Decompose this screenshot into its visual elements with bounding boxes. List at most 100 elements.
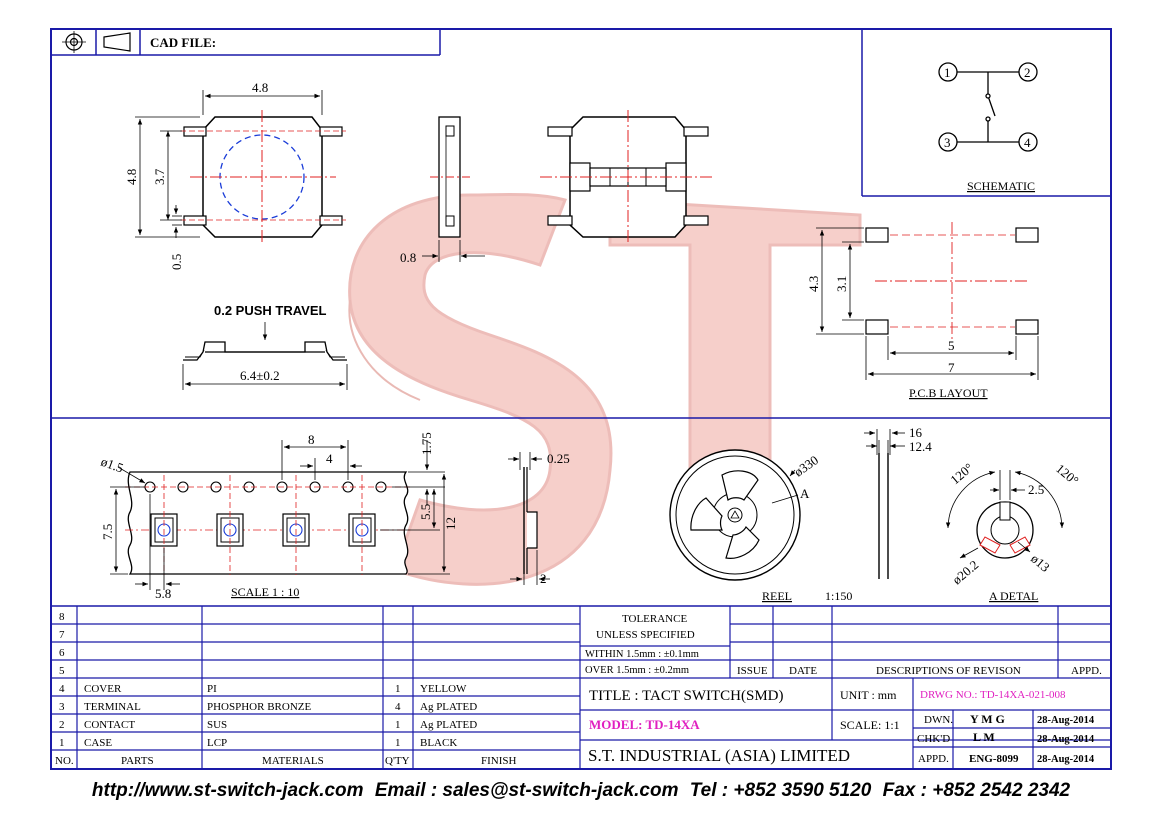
bom-row-qty: 1	[395, 719, 401, 731]
bom-row-no: 3	[59, 701, 65, 713]
dim-detail-202: ø20.2	[949, 557, 981, 587]
dim-tape-4: 4	[326, 451, 333, 466]
bom-row-no: 5	[59, 665, 65, 677]
chkd-date: 28-Aug-2014	[1037, 734, 1095, 745]
contact-footer: http://www.st-switch-jack.com Email : sa…	[0, 780, 1162, 810]
dim-detail-25: 2.5	[1028, 482, 1044, 497]
detail-a-label: A DETAL	[989, 589, 1038, 603]
bom-header-finish: FINISH	[481, 755, 517, 767]
dim-inner-37: 3.7	[152, 168, 167, 185]
border-frame	[50, 28, 1112, 770]
reel-side-view	[864, 429, 905, 579]
bom-table	[51, 606, 581, 769]
bom-row-material: LCP	[207, 737, 227, 749]
reel-scale-label: 1:150	[825, 589, 852, 603]
detail-a-view	[945, 470, 1065, 559]
bom-row-finish: BLACK	[420, 737, 457, 749]
email-link[interactable]: Email : sales@st-switch-jack.com	[374, 780, 679, 801]
dim-reel-124: 12.4	[909, 439, 932, 454]
website-link[interactable]: http://www.st-switch-jack.com	[91, 780, 364, 801]
top-view	[135, 90, 346, 245]
chkd-label: CHK'D	[917, 733, 950, 745]
pin-1-label: 1	[944, 65, 951, 80]
bom-header-qty: Q'TY	[385, 755, 410, 767]
dim-tape-12: 12	[443, 517, 458, 530]
point-a-label: A	[800, 486, 810, 501]
bom-row-no: 4	[59, 683, 65, 695]
drawing-number: DRWG NO.: TD-14XA-021-008	[920, 689, 1066, 701]
dim-tape-175: 1.75	[419, 432, 434, 455]
dwn-date: 28-Aug-2014	[1037, 715, 1095, 726]
tolerance-subtitle: UNLESS SPECIFIED	[596, 629, 695, 641]
bottom-view	[540, 110, 715, 245]
dim-pin-05: 0.5	[169, 254, 184, 270]
company-name: S.T. INDUSTRIAL (ASIA) LIMITED	[588, 746, 850, 765]
bom-row-qty: 4	[395, 701, 401, 713]
tolerance-within: WITHIN 1.5mm : ±0.1mm	[585, 649, 699, 660]
bom-row-material: PI	[207, 683, 217, 695]
tolerance-over: OVER 1.5mm : ±0.2mm	[585, 665, 689, 676]
dim-reel-16: 16	[909, 425, 923, 440]
dim-top-width: 4.8	[252, 80, 268, 95]
pin-2-label: 2	[1024, 65, 1031, 80]
dim-pcb-43: 4.3	[806, 276, 821, 292]
push-travel-label: 0.2 PUSH TRAVEL	[214, 303, 327, 318]
st-logo-watermark	[348, 192, 862, 586]
bom-header-no: NO.	[55, 755, 74, 767]
bom-row-finish: Ag PLATED	[420, 701, 477, 713]
tape-section-view	[508, 452, 550, 585]
pin-3-label: 3	[944, 135, 951, 150]
appd-label: APPD.	[918, 753, 949, 765]
dim-pcb-5: 5	[948, 338, 955, 353]
dwn-name: Y M G	[970, 712, 1005, 726]
dim-pcb-31: 3.1	[834, 276, 849, 292]
dim-tape-75: 7.5	[100, 524, 115, 540]
dim-overall-64: 6.4±0.2	[240, 368, 280, 383]
schematic-diagram	[938, 62, 1038, 152]
telephone-text: Tel : +852 3590 5120	[689, 780, 872, 801]
reel-label: REEL	[762, 589, 792, 603]
dim-tape-55: 5.5	[418, 504, 433, 520]
tolerance-title: TOLERANCE	[622, 613, 687, 625]
bom-row-part: TERMINAL	[84, 701, 141, 713]
unit-text: UNIT : mm	[840, 688, 897, 702]
bom-row-finish: Ag PLATED	[420, 719, 477, 731]
appd-date: 28-Aug-2014	[1037, 754, 1095, 765]
bom-row-no: 8	[59, 611, 65, 623]
bom-rows: 8 7 6 5 4 COVER PI 1 YELLOW 3 TERMINAL P…	[55, 611, 517, 767]
model-text: MODEL: TD-14XA	[589, 717, 700, 732]
bom-row-part: CASE	[84, 737, 112, 749]
issue-header: ISSUE	[737, 665, 768, 677]
pcb-layout-view	[816, 222, 1039, 380]
bom-row-part: CONTACT	[84, 719, 135, 731]
dim-side-height: 4.8	[124, 169, 139, 185]
dim-tape-pitch-8: 8	[308, 432, 315, 447]
reel-view	[669, 449, 801, 581]
bom-row-no: 6	[59, 647, 65, 659]
bom-row-material: PHOSPHOR BRONZE	[207, 701, 311, 713]
title-block-grid	[580, 606, 1111, 769]
descriptions-header: DESCRIPTIONS OF REVISON	[876, 665, 1021, 677]
push-travel-view	[182, 322, 348, 390]
side-view	[422, 116, 485, 262]
bom-row-qty: 1	[395, 683, 401, 695]
bom-row-material: SUS	[207, 719, 227, 731]
tape-scale-label: SCALE 1 : 10	[231, 585, 299, 599]
dim-tape-025: 0.25	[547, 451, 570, 466]
dim-tape-2: 2	[540, 571, 547, 586]
schematic-label: SCHEMATIC	[967, 179, 1035, 193]
dim-detail-120b: 120°	[1053, 461, 1082, 488]
title-text: TITLE : TACT SWITCH(SMD)	[589, 688, 783, 704]
chkd-name: L M	[973, 730, 995, 744]
pin-4-label: 4	[1024, 135, 1031, 150]
dwn-label: DWN.	[924, 714, 953, 726]
dim-side-08: 0.8	[400, 250, 416, 265]
bom-row-no: 2	[59, 719, 65, 731]
dim-pcb-7: 7	[948, 360, 955, 375]
appd-header: APPD.	[1071, 665, 1102, 677]
fax-text: Fax : +852 2542 2342	[882, 780, 1071, 801]
bom-header-parts: PARTS	[121, 755, 154, 767]
dim-detail-13: ø13	[1028, 551, 1053, 575]
dim-tape-58: 5.8	[155, 586, 171, 601]
